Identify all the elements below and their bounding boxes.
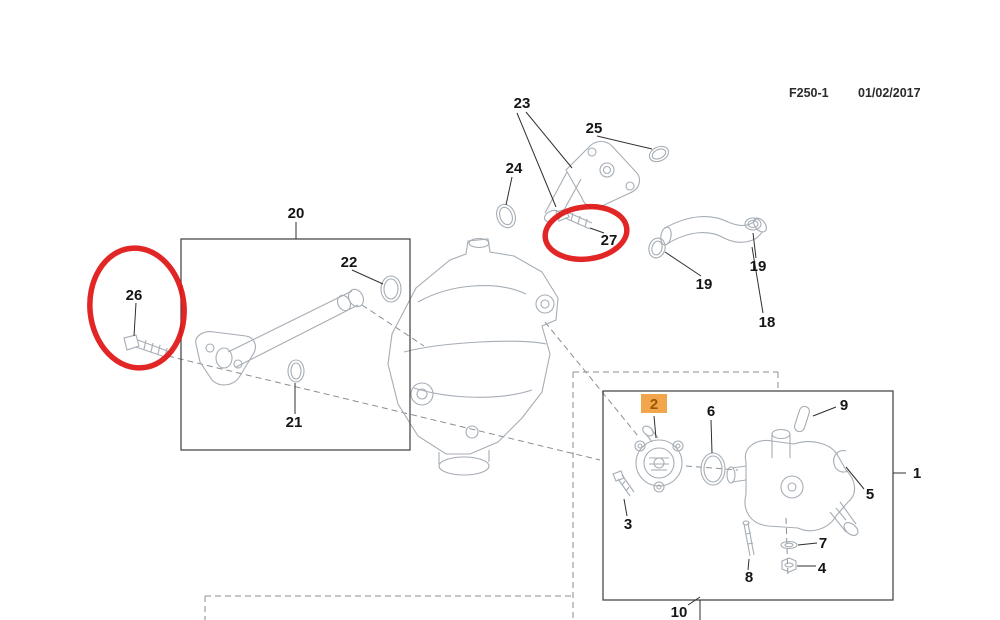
callout-25: 25: [586, 120, 603, 137]
bolt-26: [123, 334, 171, 359]
o-ring-22: [380, 275, 402, 303]
callout-2: 2: [650, 396, 658, 413]
o-ring-24: [496, 203, 516, 229]
doc-reference: F250-1: [789, 86, 829, 100]
callout-22: 22: [341, 254, 358, 271]
highlight-part-2: [641, 394, 667, 413]
o-ring-21: [287, 359, 305, 383]
outlet-flange: [565, 140, 641, 209]
washer-7: [780, 540, 798, 550]
callout-21: 21: [286, 414, 303, 431]
callout-27: 27: [601, 232, 618, 249]
bolt-27: [555, 208, 593, 230]
pump-assembly: [602, 390, 894, 620]
callout-20: 20: [288, 205, 305, 222]
callout-6: 6: [707, 403, 715, 420]
callout-8: 8: [745, 569, 753, 586]
callout-1: 1: [913, 465, 921, 482]
callout-18: 18: [759, 314, 776, 331]
callout-26: 26: [126, 287, 143, 304]
callout-23: 23: [514, 95, 531, 112]
red-circle-annotation-26: [87, 245, 187, 371]
dashed-construction-lines: [167, 304, 789, 620]
callout-19-right: 19: [750, 258, 767, 275]
bolt-3: [612, 470, 635, 497]
nut-4: [781, 557, 797, 573]
doc-date: 01/02/2017: [858, 86, 921, 100]
thermostat: [634, 425, 684, 493]
water-pump-housing: [726, 428, 859, 536]
callout-19-left: 19: [696, 276, 713, 293]
water-pipe: [195, 288, 365, 386]
callout-3: 3: [624, 516, 632, 533]
o-ring-25: [648, 145, 670, 163]
clip-5: [833, 450, 850, 473]
leader-lines: [133, 111, 906, 606]
engine-block: [387, 237, 559, 476]
callout-4: 4: [818, 560, 827, 577]
callout-24: 24: [506, 160, 523, 177]
water-outlet-assembly: [496, 140, 670, 230]
dowel-pin-9: [793, 405, 811, 433]
pipe-assembly: [180, 238, 411, 451]
pump-assembly-box: [602, 390, 894, 601]
stud-8: [742, 520, 755, 557]
o-ring-6: [700, 452, 726, 486]
pipe-flange: [195, 331, 256, 386]
callout-9: 9: [840, 397, 848, 414]
o-ring-19-left: [648, 237, 666, 259]
callout-labels: 1 2 3 4 5 6 7 8 9 10 18 19 19 20 21 22 2…: [126, 95, 922, 620]
o-ring-19-right: [744, 217, 762, 231]
red-circle-annotation-27: [542, 203, 630, 263]
red-annotations: [87, 203, 630, 371]
callout-10: 10: [671, 604, 688, 620]
hose-assembly: [648, 216, 767, 259]
callout-5: 5: [866, 486, 874, 503]
callout-7: 7: [819, 535, 827, 552]
